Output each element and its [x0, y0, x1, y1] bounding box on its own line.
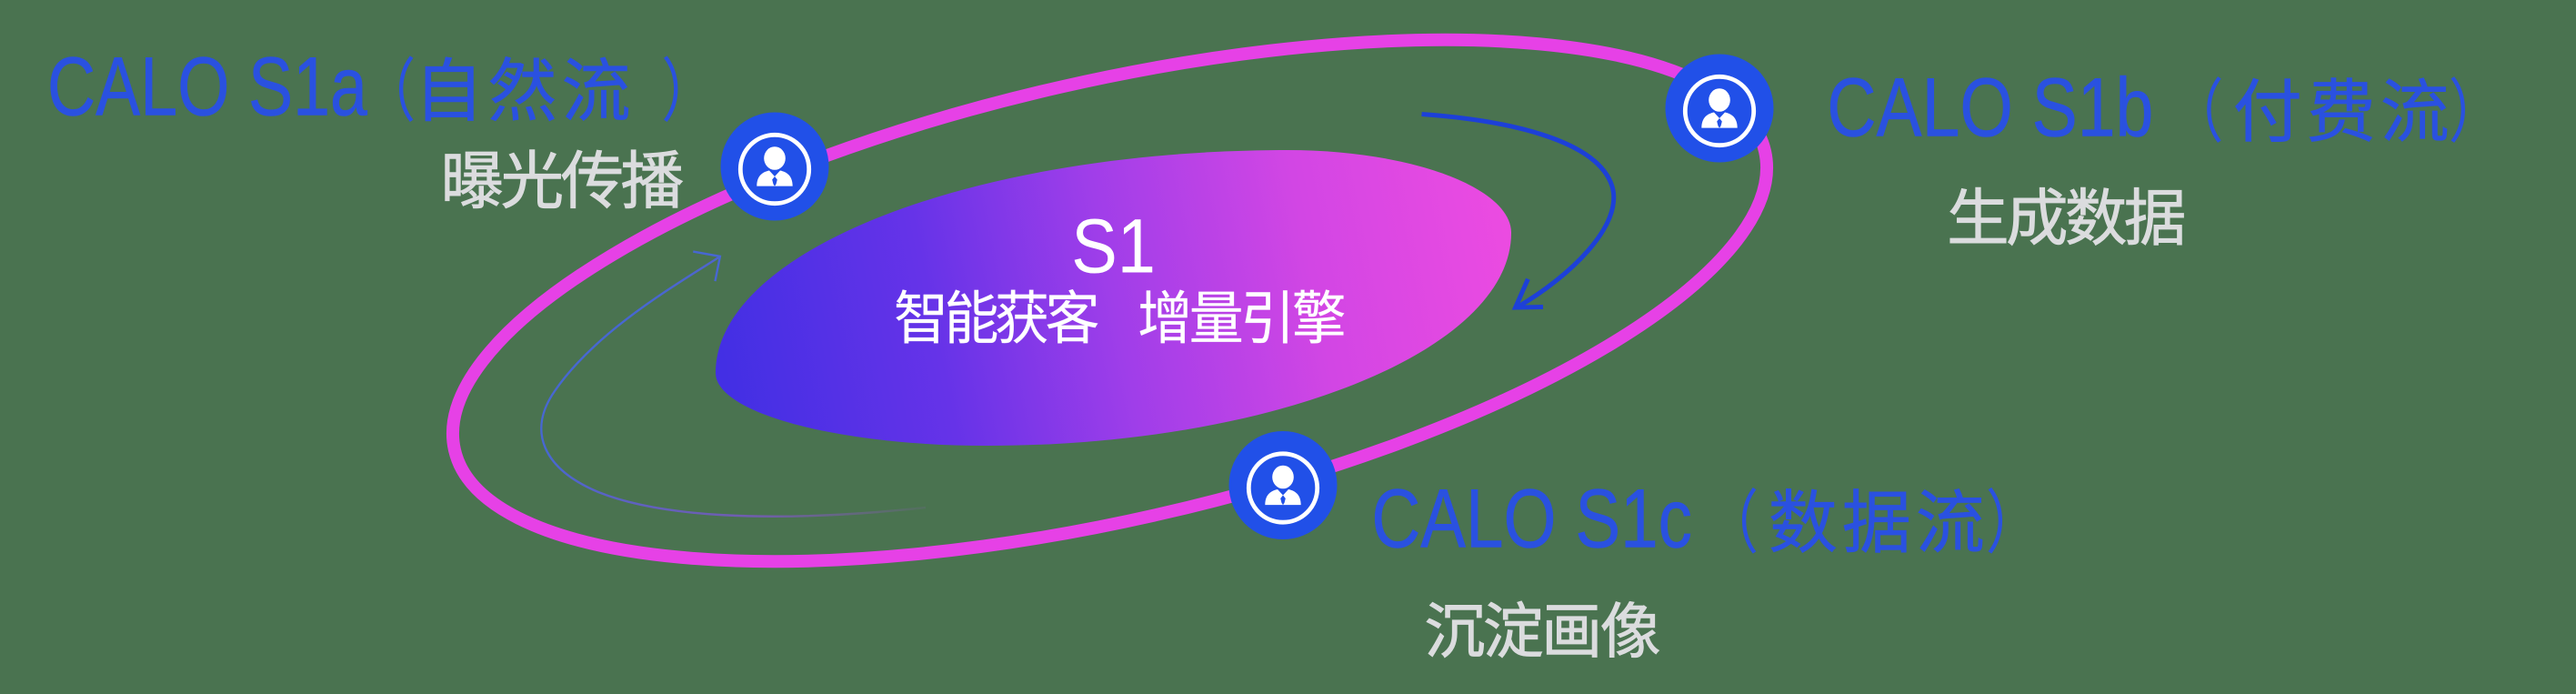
- svg-text:CALO S1b: CALO S1b: [1827, 62, 2153, 155]
- svg-text:CALO S1a: CALO S1a: [47, 41, 368, 134]
- svg-text:S1: S1: [1071, 203, 1156, 288]
- svg-text:CALO S1c: CALO S1c: [1371, 472, 1692, 565]
